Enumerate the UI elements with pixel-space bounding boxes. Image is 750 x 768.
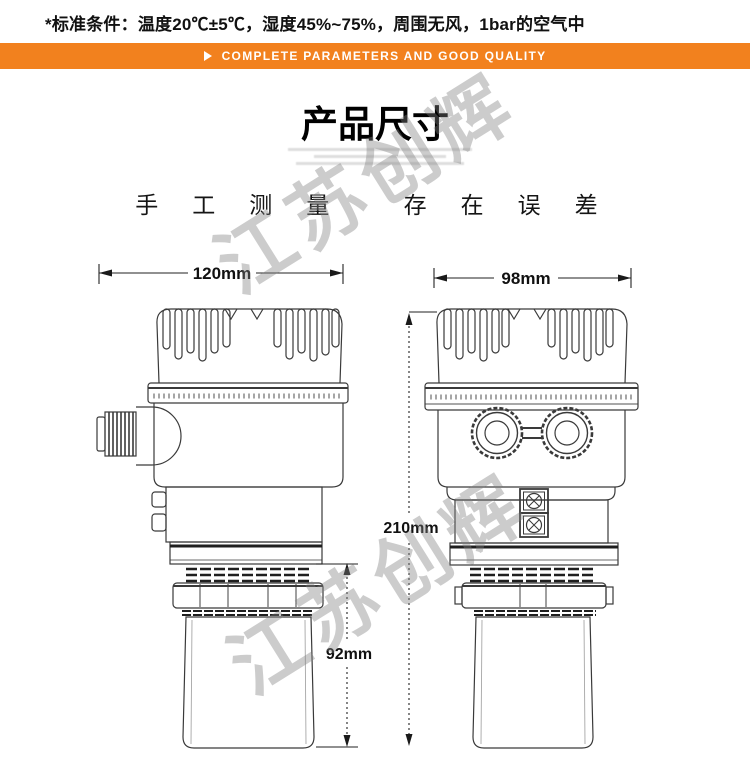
dimension-drawings: 120mm 92mm [96,264,639,749]
dim-label-overall-height: 210mm [383,520,438,537]
right-view-dimensions: 98mm 210mm [383,268,632,746]
fineprint-line [296,162,464,165]
quality-banner: COMPLETE PARAMETERS AND GOOD QUALITY [0,43,750,69]
fineprint-line [288,148,472,151]
right-view-drawing [424,308,639,749]
fineprint-line [314,155,446,158]
measurement-disclaimer: 手工测量 存在误差 [135,192,632,218]
standard-conditions-note: *标准条件：温度20℃±5℃，湿度45%~75%，周围无风，1bar的空气中 [45,15,585,34]
fineprint-watermark [288,148,472,169]
play-triangle-icon [203,51,212,61]
dim-label-overall-width-left: 120mm [193,264,252,283]
page-title: 产品尺寸 [301,104,449,145]
left-view-dimensions: 120mm 92mm [98,264,372,748]
left-view-drawing [96,308,349,749]
dim-label-horn-height: 92mm [326,646,372,663]
dim-label-overall-width-right: 98mm [501,269,550,288]
quality-banner-label: COMPLETE PARAMETERS AND GOOD QUALITY [221,49,547,63]
